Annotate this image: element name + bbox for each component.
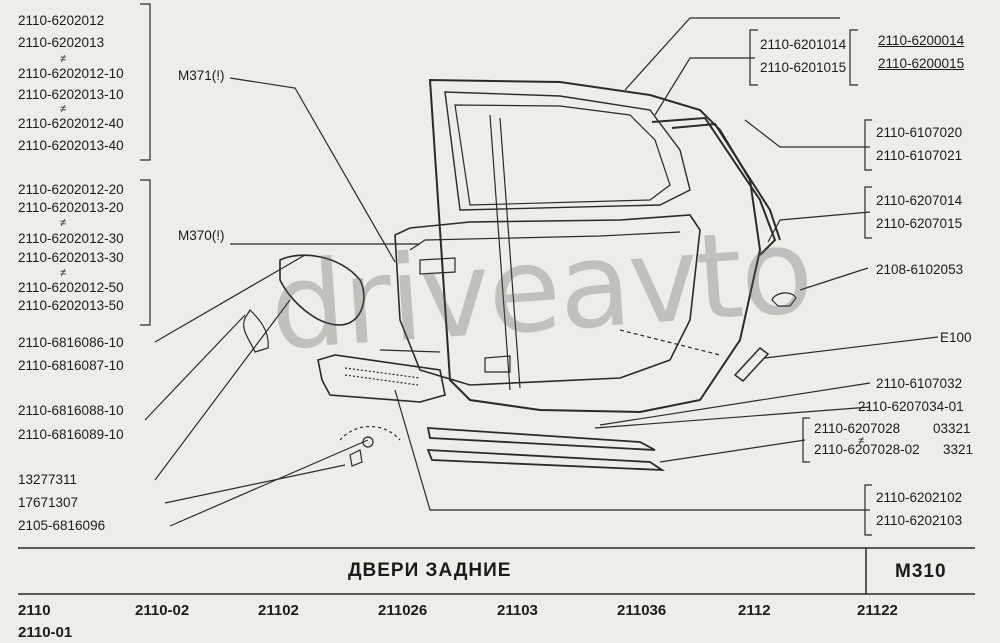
label-part: 2110-6207034-01 — [858, 399, 964, 414]
not-equal-sign: ≠ — [60, 217, 67, 229]
label-part: 2110-6107021 — [876, 148, 963, 163]
label-part: 2110-6202012-50 — [18, 280, 124, 295]
door-panel — [394, 214, 701, 386]
model-label: 211036 — [617, 602, 667, 619]
label-part: 2110-6207028 — [814, 421, 901, 436]
model-label: 2110-02 — [135, 602, 190, 619]
label-part: 2110-6816089-10 — [18, 427, 124, 442]
model-label: 2110 — [18, 602, 51, 619]
label-part: 2110-6202013-10 — [18, 87, 124, 102]
label-part: 2110-6202012 — [18, 13, 105, 28]
label-part: 3321 — [943, 442, 974, 457]
label-part: 2110-6202012-30 — [18, 231, 124, 246]
label-part: 2110-6201014 — [760, 37, 847, 52]
model-label: 211026 — [378, 602, 428, 619]
label-part: 2110-6816086-10 — [18, 335, 124, 350]
label-part: 2110-6201015 — [760, 60, 847, 75]
not-equal-sign: ≠ — [60, 103, 67, 115]
not-equal-sign: ≠ — [858, 435, 865, 447]
bracket-door — [849, 29, 858, 86]
handle-cup — [279, 254, 365, 326]
model-label: 21122 — [857, 602, 898, 619]
label-m370: М370(!) — [178, 228, 225, 243]
label-part: 2110-6816088-10 — [18, 403, 124, 418]
label-part: 2108-6102053 — [876, 262, 964, 277]
bracket-group-1 — [140, 3, 151, 161]
not-equal-sign: ≠ — [60, 53, 67, 65]
label-part: 13277311 — [18, 472, 78, 487]
label-part: 2110-6207015 — [876, 216, 963, 231]
not-equal-sign: ≠ — [60, 267, 67, 279]
door-frame — [428, 78, 762, 414]
label-part: 2110-6202102 — [876, 490, 963, 505]
sill-strip-1 — [426, 427, 656, 451]
seal-strip — [651, 116, 777, 256]
label-part: 2110-6202013 — [18, 35, 105, 50]
label-part: 2110-6202013-50 — [18, 298, 124, 313]
sill-strip-2 — [426, 449, 666, 472]
footer-frame — [18, 547, 975, 595]
label-part: 2110-6202013-40 — [18, 138, 124, 153]
label-part: Е100 — [940, 330, 972, 345]
label-part: 2110-6200014 — [878, 33, 965, 48]
label-part: 2110-6202012-10 — [18, 66, 124, 81]
label-part: 2110-6202012-20 — [18, 182, 124, 197]
model-label: 21102 — [258, 602, 299, 619]
label-part: 2110-6202013-20 — [18, 200, 124, 215]
side-lamp — [733, 346, 770, 383]
label-part: 2110-6816087-10 — [18, 358, 124, 373]
armrest — [317, 354, 446, 403]
bracket-seal — [864, 119, 872, 171]
section-code: М310 — [895, 561, 947, 582]
label-part: 2110-6200015 — [878, 56, 965, 71]
label-part: 2110-6202013-30 — [18, 250, 124, 265]
label-part: 2110-6202012-40 — [18, 116, 124, 131]
page-title: ДВЕРИ ЗАДНИЕ — [348, 560, 512, 581]
label-part: 2105-6816096 — [18, 518, 106, 533]
label-part: 2110-6107020 — [876, 125, 963, 140]
model-label: 21103 — [497, 602, 538, 619]
model-label: 2112 — [738, 602, 771, 619]
label-part: 2110-6207028-02 — [814, 442, 920, 457]
label-part: 2110-6107032 — [876, 376, 963, 391]
bracket-group-2 — [140, 179, 151, 326]
model-label: 2110-01 — [18, 624, 73, 641]
label-m371: М371(!) — [178, 68, 225, 83]
label-part: 2110-6207014 — [876, 193, 963, 208]
label-part: 03321 — [933, 421, 971, 436]
label-part: 2110-6202103 — [876, 513, 963, 528]
label-part: 17671307 — [18, 495, 79, 510]
door-clip — [771, 292, 797, 307]
